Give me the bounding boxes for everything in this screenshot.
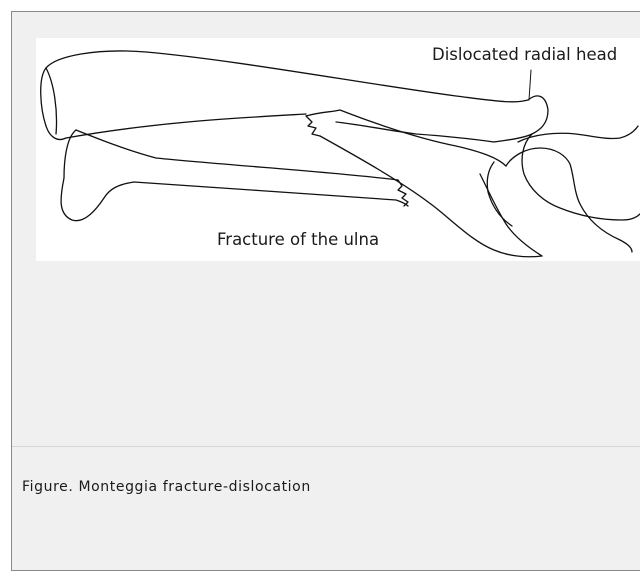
trochlear-notch [487,162,512,226]
radius-distal-rim [46,68,57,134]
label-dislocated-radial-head: Dislocated radial head [432,45,617,64]
label-fracture-of-ulna: Fracture of the ulna [217,230,379,249]
ulna-upper-edge [76,130,398,180]
coronoid [480,174,542,256]
ulna-distal-end [61,130,134,221]
radial-head-leader-line [529,70,531,100]
figure-frame: Dislocated radial head Fracture of the u… [11,11,640,571]
radius-lower-edge [66,114,306,138]
forearm-bone-drawing: Dislocated radial head Fracture of the u… [36,38,640,261]
ulna-proximal-upper [306,110,506,166]
figure-panel: Dislocated radial head Fracture of the u… [12,12,640,447]
radius-distal-end [41,68,66,140]
figure-caption: Figure. Monteggia fracture-dislocation [22,479,311,495]
olecranon [506,148,632,252]
humerus-outline [518,126,638,142]
ulna-lower-edge [134,182,408,206]
ulna-fracture-proximal [306,116,320,136]
monteggia-illustration: Dislocated radial head Fracture of the u… [36,38,640,261]
radius-bone-outline [46,51,548,142]
radius-neck [336,122,494,142]
